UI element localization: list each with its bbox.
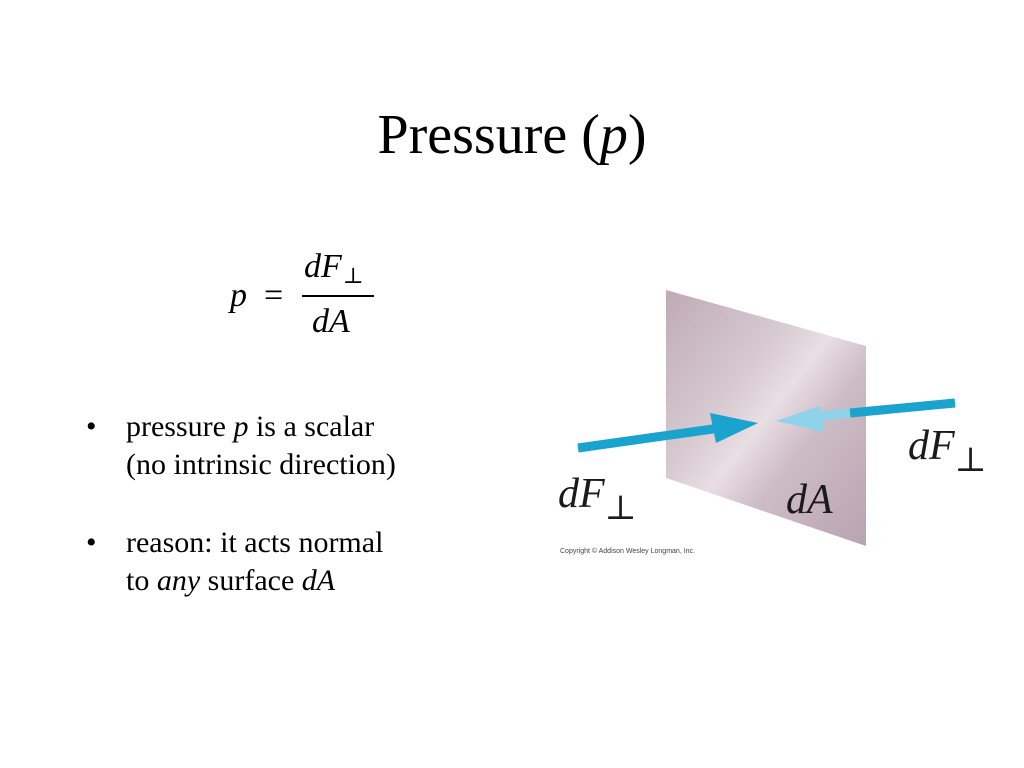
fraction-bar xyxy=(302,295,374,297)
slide-title: Pressure (p) xyxy=(0,100,1024,170)
bullet-text: is a scalar xyxy=(248,410,375,443)
formula-perp-symbol: ⊥ xyxy=(342,263,364,288)
title-text: Pressure ( xyxy=(377,104,600,166)
force-label-right: dF⊥ xyxy=(908,422,987,485)
formula-equals: = xyxy=(264,277,284,314)
perp-symbol-right: ⊥ xyxy=(954,442,987,479)
bullet-text: reason: it acts normal xyxy=(126,526,384,559)
bullet-text: to xyxy=(126,564,157,597)
force-label-right-text: dF xyxy=(908,423,955,469)
force-label-left: dF⊥ xyxy=(558,470,637,533)
arrow-shaft-left xyxy=(577,423,721,453)
pressure-formula: p = dF⊥ dA xyxy=(228,248,388,348)
bullet-text: pressure xyxy=(126,410,234,443)
formula-numerator: dF⊥ xyxy=(304,248,363,289)
pressure-illustration xyxy=(577,290,956,546)
arrow-head-right xyxy=(776,406,824,432)
bullet-list: • pressure p is a scalar (no intrinsic d… xyxy=(86,408,526,640)
bullet-marker: • xyxy=(86,410,97,443)
perp-symbol-left: ⊥ xyxy=(604,490,637,527)
bullet-item-reason: • reason: it acts normal to any surface … xyxy=(86,524,526,600)
bullet-marker: • xyxy=(86,526,97,559)
surface-plane xyxy=(666,290,866,546)
bullet-emphasis: any xyxy=(156,564,201,597)
bullet-text: surface xyxy=(200,564,302,597)
bullet-text: (no intrinsic direction) xyxy=(126,448,396,481)
bullet-item-scalar: • pressure p is a scalar (no intrinsic d… xyxy=(86,408,526,484)
force-label-left-text: dF xyxy=(558,471,605,517)
title-variable: p xyxy=(599,104,628,166)
copyright-note: Copyright © Addison Wesley Longman, Inc. xyxy=(560,548,695,555)
area-label: dA xyxy=(786,477,833,523)
formula-denominator: dA xyxy=(312,303,350,340)
arrow-shaft-right-front xyxy=(849,398,956,418)
arrow-head-left xyxy=(710,413,758,443)
formula-lhs: p xyxy=(230,277,247,314)
title-close: ) xyxy=(627,104,647,166)
formula-numerator-text: dF xyxy=(304,248,342,285)
bullet-variable: dA xyxy=(301,564,336,597)
bullet-variable: p xyxy=(233,410,249,443)
pressure-figure: dF⊥ dF⊥ dA Copyright © Addison Wesley Lo… xyxy=(550,280,990,570)
